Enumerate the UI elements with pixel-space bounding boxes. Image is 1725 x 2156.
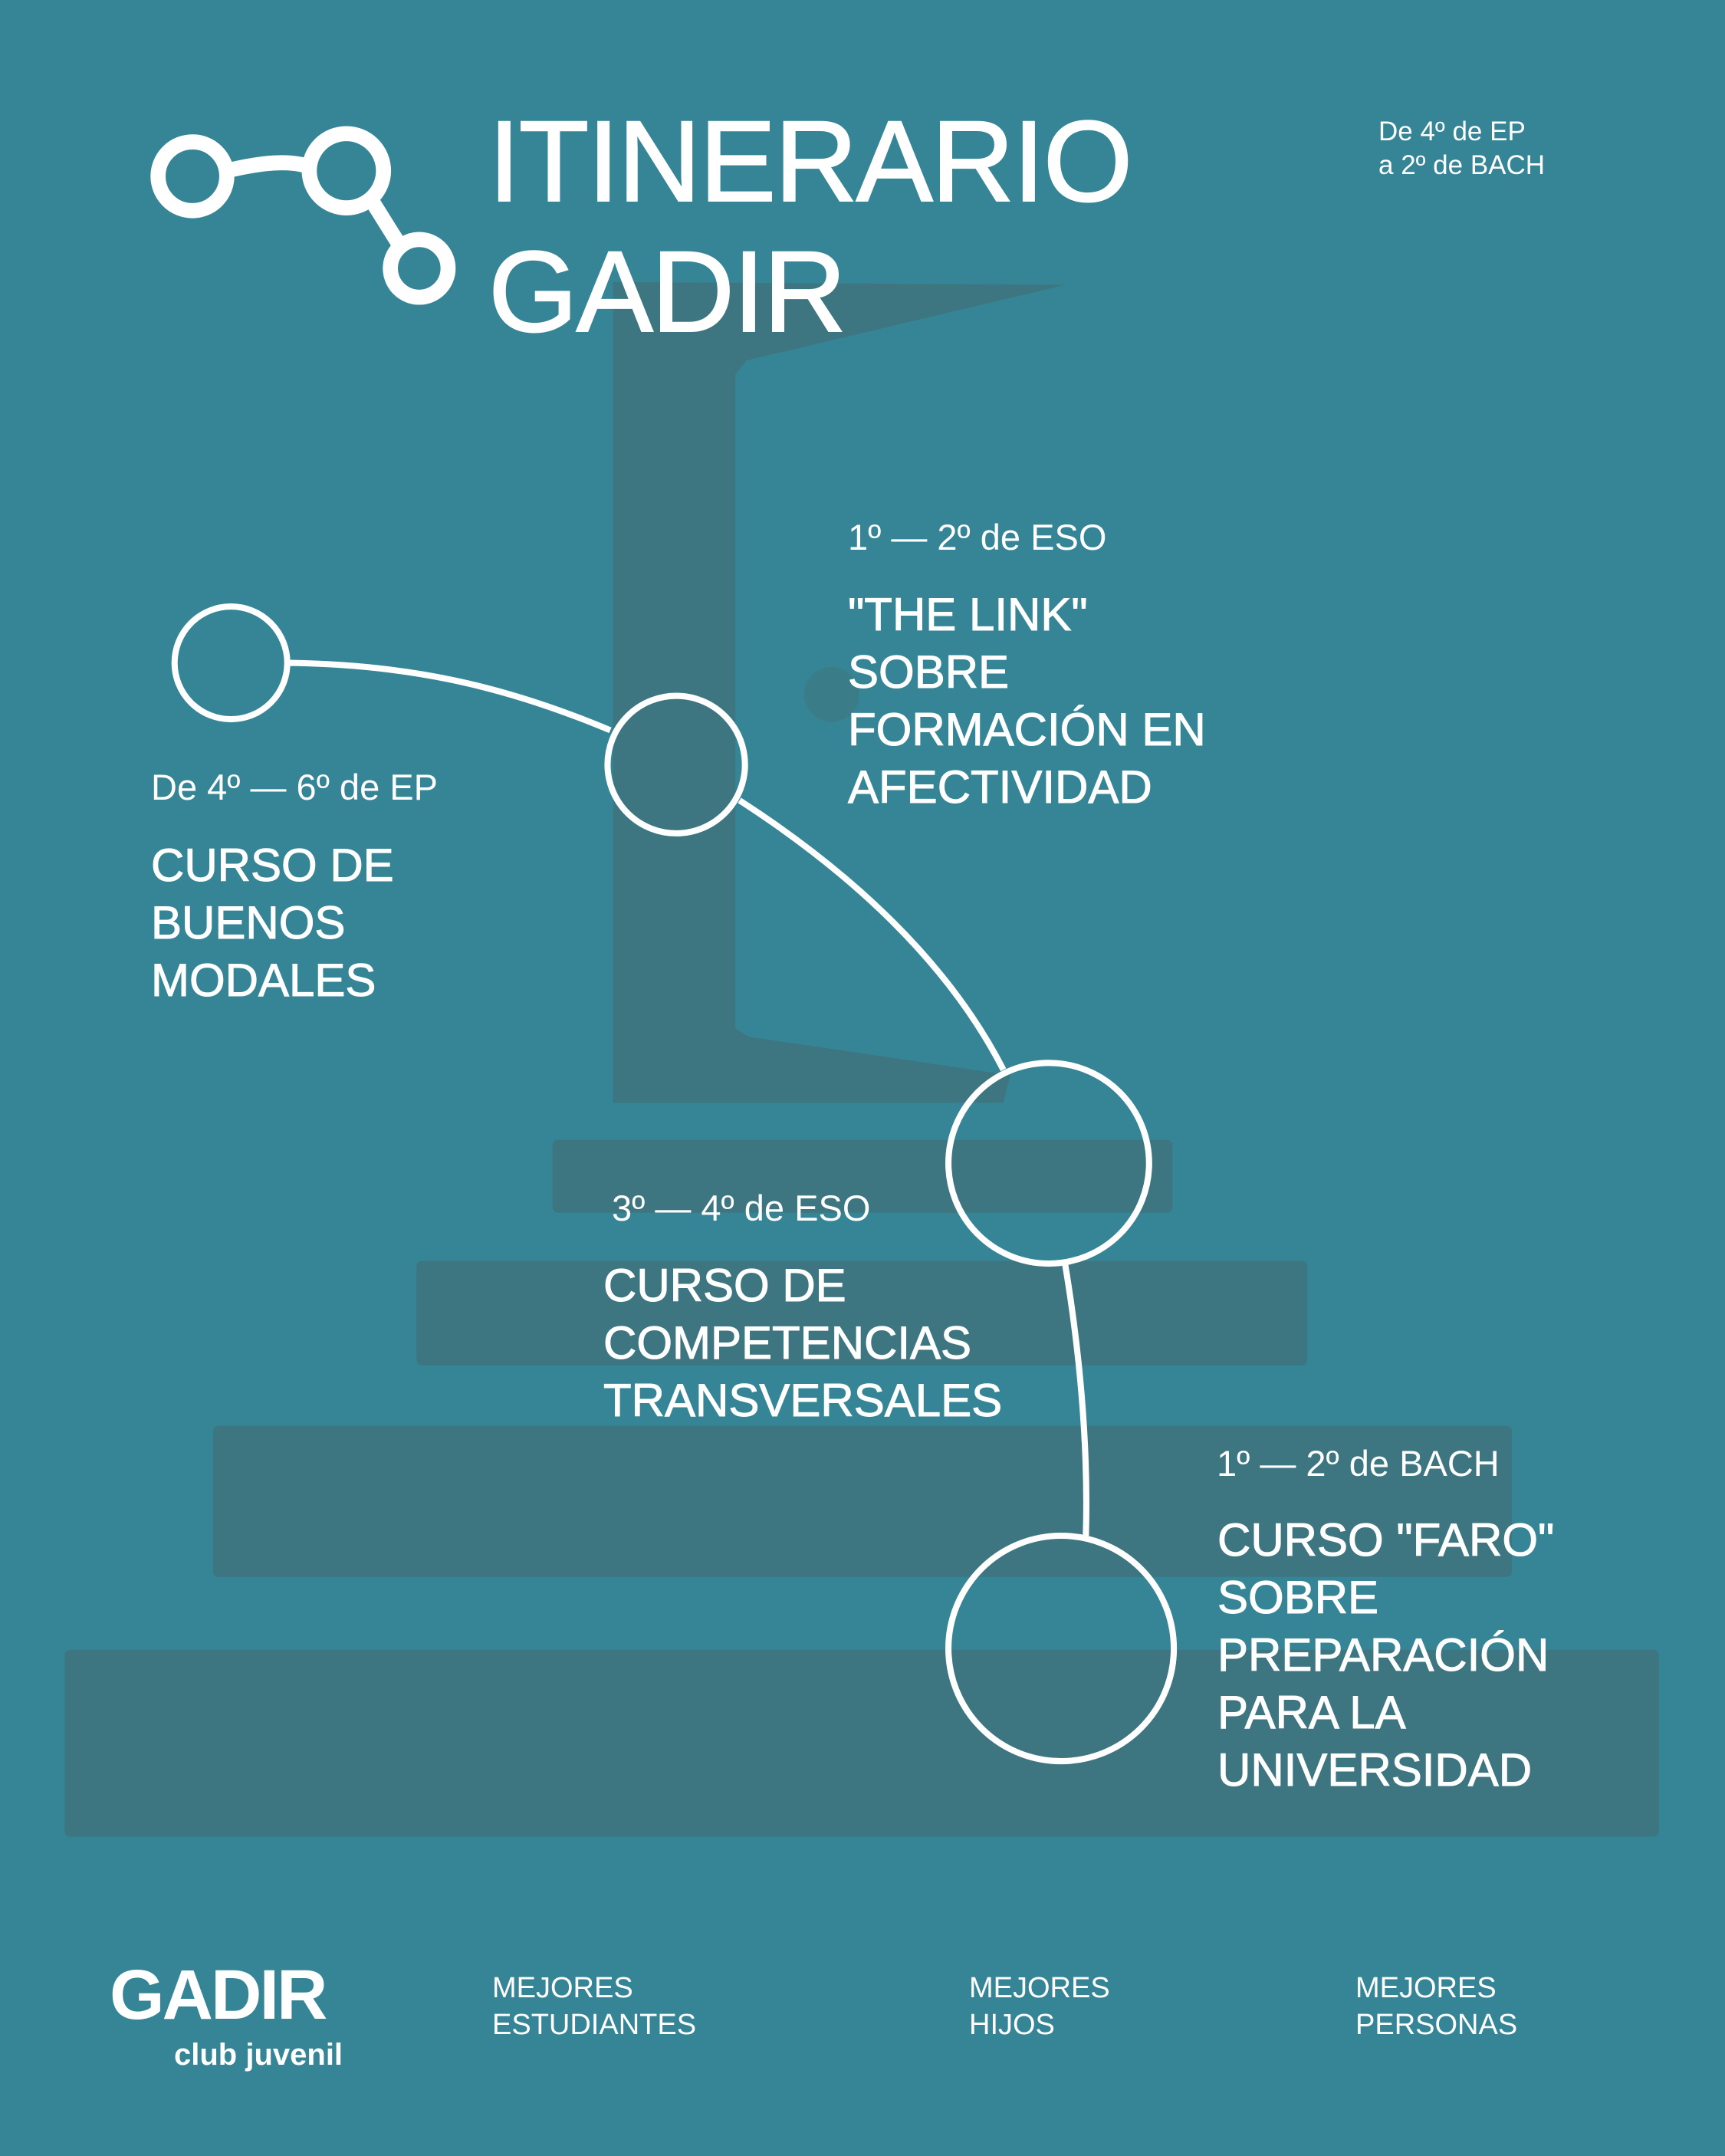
step-4 [64,1649,1659,1837]
stage-node-3 [945,1060,1152,1267]
range-line-2: a 2º de BACH [1378,150,1546,180]
motto-line: MEJORES [969,1972,1110,2004]
stage-3-label: 3º — 4º de ESO [612,1188,871,1228]
title-line-2: GADIR [488,226,847,357]
title-line: PARA LA [1217,1687,1406,1739]
step-1 [552,1139,1173,1213]
stage-node-4 [945,1532,1178,1765]
stage-node-2 [604,692,748,836]
title-line: AFECTIVIDAD [848,761,1153,813]
stage-4-title: CURSO "FARO" SOBRE PREPARACIÓN PARA LA U… [1217,1511,1554,1799]
motto-line: ESTUDIANTES [492,2009,697,2041]
gadir-club-logo: GADIR club juvenil [110,1954,363,2073]
title-line: CURSO DE [151,840,395,892]
stage-2-label: 1º — 2º de ESO [848,517,1107,557]
title-line: CURSO "FARO" [1217,1514,1555,1566]
title-line: "THE LINK" [848,589,1089,641]
step-2 [416,1260,1307,1366]
step-3 [212,1425,1513,1577]
path-segment [738,797,1007,1072]
range-line-1: De 4º de EP [1378,117,1526,146]
motto-students: MEJORES ESTUDIANTES [492,1970,696,2043]
door-knob [803,666,859,722]
itinerary-logo-icon [150,126,456,305]
motto-line: MEJORES [492,1972,633,2004]
motto-people: MEJORES PERSONAS [1355,1970,1517,2043]
title-line-1: ITINERARIO [488,96,1133,226]
age-range: De 4º de EP a 2º de BACH [1378,115,1545,182]
logo-main-text: GADIR [110,1956,327,2034]
path-segment [287,659,612,734]
stage-node-1 [171,603,291,723]
motto-line: HIJOS [969,2009,1055,2041]
title-line: UNIVERSIDAD [1217,1744,1533,1796]
title-line: SOBRE [848,646,1010,698]
title-line: PREPARACIÓN [1217,1629,1549,1681]
stage-1-title: CURSO DE BUENOS MODALES [151,836,395,1009]
door-silhouette [64,281,1659,1837]
door-shape [613,281,1066,1103]
stage-4-label: 1º — 2º de BACH [1217,1443,1500,1484]
stage-3-title: CURSO DE COMPETENCIAS TRANSVERSALES [603,1257,1002,1429]
title-line: SOBRE [1217,1572,1379,1624]
title-line: FORMACIÓN EN [848,704,1207,756]
logo-sub-text: club juvenil [174,2038,343,2072]
motto-children: MEJORES HIJOS [969,1970,1110,2043]
title-line: BUENOS [151,897,346,949]
title-line: CURSO DE [603,1260,846,1312]
title-line: TRANSVERSALES [603,1375,1003,1427]
title-line: COMPETENCIAS [603,1317,972,1369]
path-segment [1062,1264,1089,1536]
title-line: MODALES [151,955,376,1007]
motto-line: MEJORES [1355,1972,1497,2004]
stage-1-label: De 4º — 6º de EP [151,767,438,807]
stage-2-title: "THE LINK" SOBRE FORMACIÓN EN AFECTIVIDA… [848,586,1207,816]
motto-line: PERSONAS [1355,2009,1518,2041]
page-title: ITINERARIO GADIR [488,96,1133,357]
itinerary-path [171,603,1178,1765]
